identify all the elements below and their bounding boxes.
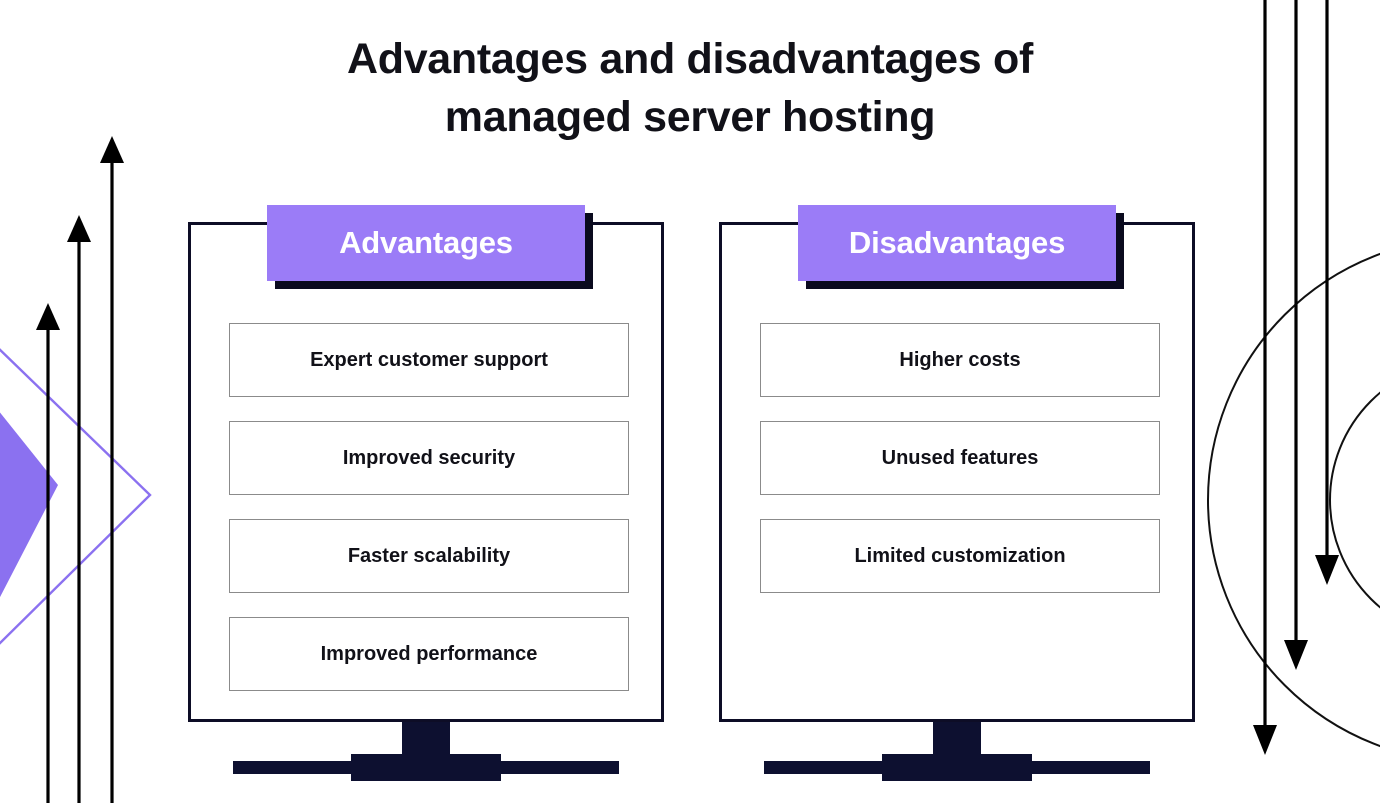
disadvantages-list: Higher costs Unused features Limited cus… [760, 323, 1160, 593]
circle-outline-outer [1207, 252, 1380, 748]
monitor-stand [188, 722, 664, 792]
up-arrow-icon [100, 136, 124, 803]
monitor-stand [719, 722, 1195, 792]
advantages-monitor: Advantages Expert customer support Impro… [188, 205, 664, 781]
list-item[interactable]: Expert customer support [229, 323, 629, 397]
page-title-line-2: managed server hosting [444, 93, 936, 141]
page-title: Advantages and disadvantages of managed … [240, 30, 1140, 146]
disadvantages-badge: Disadvantages [798, 205, 1124, 289]
list-item[interactable]: Higher costs [760, 323, 1160, 397]
up-arrow-icon [67, 215, 91, 803]
list-item[interactable]: Improved security [229, 421, 629, 495]
disadvantages-badge-label: Disadvantages [798, 205, 1116, 281]
list-item[interactable]: Unused features [760, 421, 1160, 495]
advantages-screen: Advantages Expert customer support Impro… [188, 205, 664, 722]
list-item[interactable]: Faster scalability [229, 519, 629, 593]
diamond-outline-shape [0, 348, 152, 645]
circle-outline-inner [1329, 391, 1380, 609]
up-arrow-icon [36, 303, 60, 803]
down-arrow-icon [1315, 0, 1339, 585]
advantages-list: Expert customer support Improved securit… [229, 323, 629, 691]
down-arrow-icon [1253, 0, 1277, 755]
disadvantages-monitor: Disadvantages Higher costs Unused featur… [719, 205, 1195, 781]
list-item[interactable]: Improved performance [229, 617, 629, 691]
down-arrow-icon [1284, 0, 1308, 670]
list-item[interactable]: Limited customization [760, 519, 1160, 593]
advantages-badge: Advantages [267, 205, 593, 289]
page-title-line-1: Advantages and disadvantages of [346, 35, 1034, 83]
advantages-badge-label: Advantages [267, 205, 585, 281]
diamond-filled-shape [0, 412, 58, 598]
monitor-stand-foot [351, 754, 501, 781]
monitor-stand-foot [882, 754, 1032, 781]
disadvantages-screen: Disadvantages Higher costs Unused featur… [719, 205, 1195, 722]
